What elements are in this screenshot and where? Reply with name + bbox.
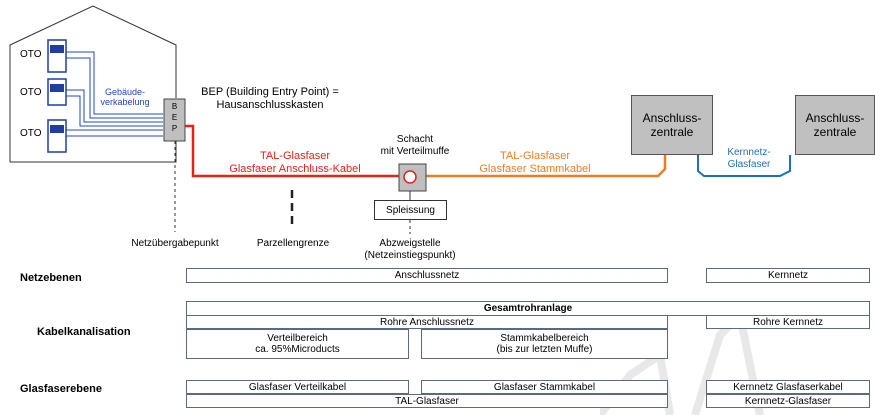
glasfaser-verteilkabel-cell: Glasfaser Verteilkabel — [186, 380, 409, 394]
verteilbereich-line1: Verteilbereich — [267, 333, 328, 344]
red-cable-label-line1: TAL-Glasfaser — [259, 150, 331, 162]
oto-label-1: OTO — [20, 49, 42, 60]
verteilbereich-cell: Verteilbereich ca. 95%Microducts — [186, 329, 409, 359]
rohre-anschlussnetz-cell: Rohre Anschlussnetz — [186, 315, 668, 329]
rohre-anschlussnetz-text: Rohre Anschlussnetz — [380, 316, 474, 328]
schacht-label-line1: Schacht — [396, 134, 434, 145]
kernnetz-glasfaser-text: Kernnetz-Glasfaser — [744, 395, 832, 407]
house-outline — [9, 5, 177, 162]
tal-glasfaser-cell: TAL-Glasfaser — [186, 394, 668, 408]
rohre-kernnetz-text: Rohre Kernnetz — [752, 316, 824, 328]
glasfaser-stammkabel-cell: Glasfaser Stammkabel — [421, 380, 668, 394]
glasfaser-stammkabel-text: Glasfaser Stammkabel — [493, 381, 596, 393]
stammkabelbereich-cell: Stammkabelbereich (bis zur letzten Muffe… — [421, 329, 668, 359]
verteilbereich-line2: ca. 95%Microducts — [255, 344, 340, 355]
bep-letter-e: E — [171, 113, 178, 122]
tal-glasfaser-text: TAL-Glasfaser — [395, 395, 459, 407]
kernnetz-glasfaserkabel-cell: Kernnetz Glasfaserkabel — [706, 380, 870, 394]
glasfaserebene-row-label: Glasfaserebene — [20, 383, 102, 395]
glasfaser-verteilkabel-text: Glasfaser Verteilkabel — [248, 381, 347, 393]
bep-caption-line1: BEP (Building Entry Point) = — [201, 86, 339, 98]
bep-letter-p: P — [171, 124, 178, 133]
red-cable-label-line2: Glasfaser Anschluss-Kabel — [229, 163, 361, 175]
verteilmuffe-circle — [403, 170, 417, 184]
oto-socket-3 — [47, 119, 67, 153]
orange-cable — [417, 155, 667, 178]
oto-socket-1 — [47, 39, 67, 73]
stammkabelbereich-line1: Stammkabelbereich — [500, 333, 589, 344]
netzuebergabepunkt-label: Netzübergabepunkt — [131, 238, 219, 249]
spleissung-box: Spleissung — [374, 200, 447, 220]
abzweigstelle-label-line1: Abzweigstelle — [379, 238, 441, 249]
orange-cable-label-line1: TAL-Glasfaser — [499, 150, 571, 162]
blue-cable — [697, 155, 791, 177]
kernnetz-glasfaser-cell: Kernnetz-Glasfaser — [706, 394, 870, 408]
oto-socket-2 — [47, 78, 67, 106]
kernnetz-glasfaserkabel-text: Kernnetz Glasfaserkabel — [733, 381, 843, 393]
blue-cable-label-line2: Glasfaser — [727, 159, 771, 170]
kernnetz-text: Kernnetz — [767, 270, 809, 281]
rohre-kernnetz-cell: Rohre Kernnetz — [706, 315, 870, 329]
orange-cable-label-line2: Glasfaser Stammkabel — [479, 163, 591, 175]
oto-label-2: OTO — [20, 87, 42, 98]
anschlusszentrale-1: Anschluss- zentrale — [631, 95, 713, 155]
anschlusszentrale-1-line1: Anschluss- — [642, 111, 702, 125]
anschlusszentrale-2: Anschluss- zentrale — [795, 95, 875, 155]
parzellengrenze-label: Parzellengrenze — [256, 238, 330, 249]
gesamtrohranlage-cell: Gesamtrohranlage — [186, 301, 870, 316]
anschlusszentrale-2-line2: zentrale — [813, 125, 857, 139]
gebaeude-label-1: Gebäude- — [104, 87, 146, 97]
anschlussnetz-cell: Anschlussnetz — [186, 268, 668, 283]
anschlusszentrale-2-line1: Anschluss- — [805, 111, 865, 125]
netzebenen-row-label: Netzebenen — [20, 272, 82, 284]
blue-cable-label-line1: Kernnetz- — [727, 147, 771, 158]
building-cabling — [66, 51, 163, 137]
gesamtrohranlage-text: Gesamtrohranlage — [483, 303, 573, 314]
bep-caption-line2: Hausanschlusskasten — [216, 99, 324, 111]
spleissung-label: Spleissung — [386, 204, 435, 216]
red-cable — [185, 124, 400, 178]
house-floor — [10, 140, 177, 163]
kernnetz-cell: Kernnetz — [706, 268, 870, 283]
bep-letter-b: B — [171, 102, 178, 111]
anschlusszentrale-1-line2: zentrale — [650, 125, 694, 139]
schacht-label-line2: mit Verteilmuffe — [380, 146, 450, 157]
oto-label-3: OTO — [20, 128, 42, 139]
kabelkanalisation-row-label: Kabelkanalisation — [37, 326, 131, 338]
anschlussnetz-text: Anschlussnetz — [394, 270, 460, 281]
gebaeude-label-2: verkabelung — [100, 97, 150, 107]
abzweigstelle-label-line2: (Netzeinstiegspunkt) — [364, 250, 456, 261]
stammkabelbereich-line2: (bis zur letzten Muffe) — [496, 344, 593, 355]
